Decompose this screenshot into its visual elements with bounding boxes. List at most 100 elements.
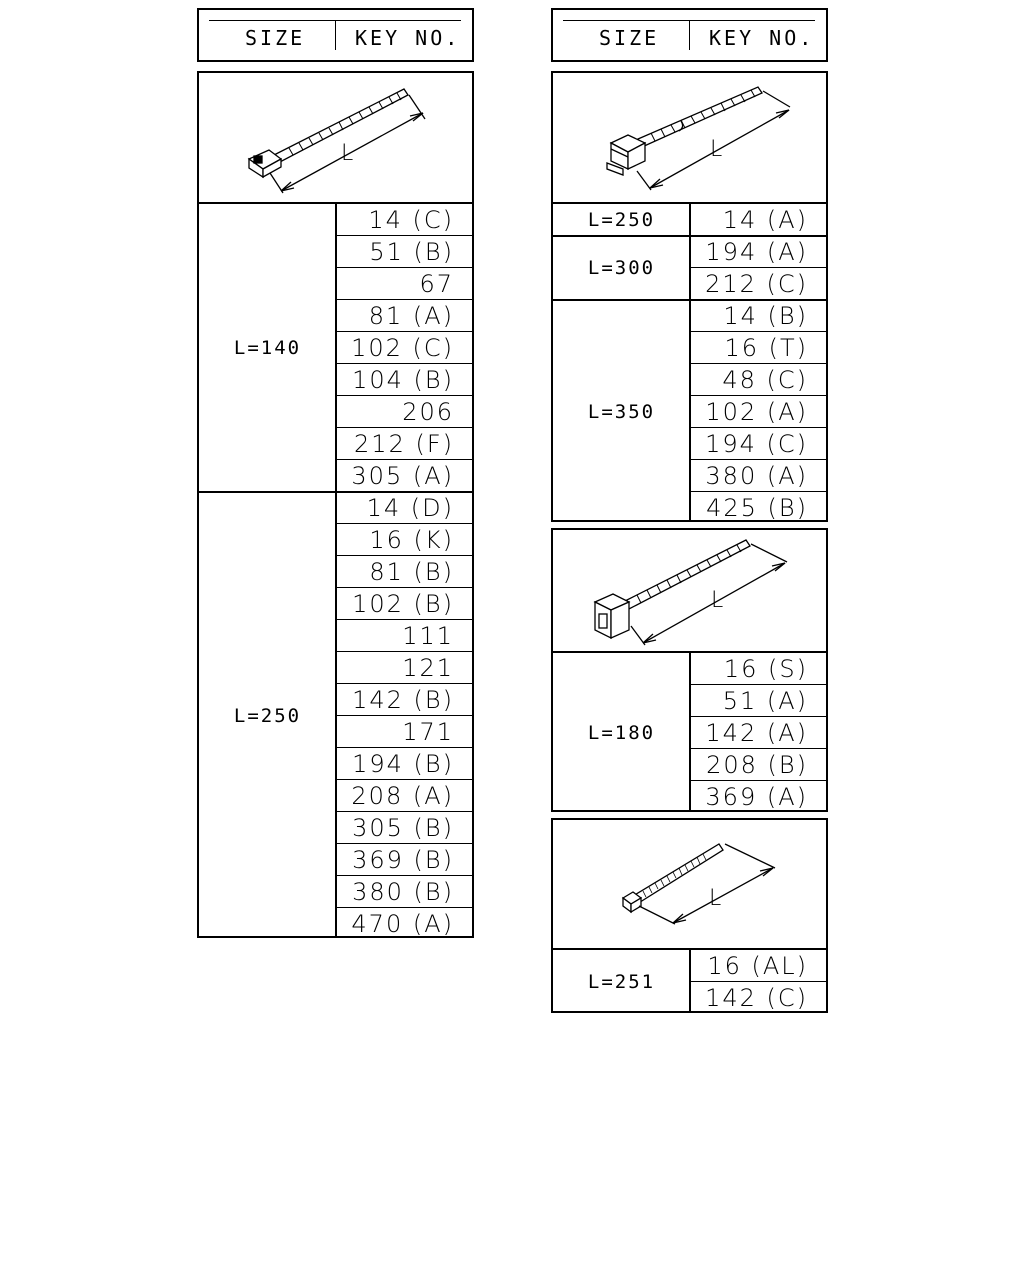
cable-tie-standard-icon [621, 843, 776, 925]
row-divider [336, 363, 472, 364]
left-header: SIZE KEY NO. [197, 8, 474, 62]
key-no-cell: 16 (S) [723, 655, 808, 683]
row-divider [336, 299, 472, 300]
key-no-cell: 369 (A) [705, 783, 808, 811]
key-no-cell: 194 (A) [705, 238, 808, 266]
key-no-cell: 470 (A) [351, 910, 454, 938]
column-divider [335, 204, 337, 936]
row-divider [336, 587, 472, 588]
row-divider [336, 395, 472, 396]
row-divider [336, 779, 472, 780]
size-header: SIZE [599, 26, 660, 50]
size-cell: L=180 [587, 722, 656, 744]
key-no-cell: 102 (C) [351, 334, 454, 362]
row-divider [336, 267, 472, 268]
key-no-cell: 14 (A) [722, 206, 808, 234]
size-cell: L=140 [233, 337, 302, 359]
right-size-key-table-b: 16 (S) 51 (A) 142 (A) 208 (B) 369 (A) L=180 [551, 651, 828, 812]
row-divider [336, 619, 472, 620]
row-divider [336, 683, 472, 684]
key-no-cell: 111 [402, 622, 454, 650]
row-divider [336, 875, 472, 876]
column-divider [689, 653, 691, 810]
cable-tie-long-head-icon [247, 88, 426, 194]
key-no-cell: 171 [402, 718, 454, 746]
dimension-label: L [710, 137, 726, 162]
key-no-cell: 102 (A) [705, 398, 808, 426]
row-divider [336, 523, 472, 524]
row-divider [336, 555, 472, 556]
size-cell: L=300 [587, 257, 656, 279]
key-no-cell: 51 (B) [369, 238, 454, 266]
key-no-cell: 104 (B) [352, 366, 454, 394]
cable-tie-base-head-icon [593, 539, 788, 646]
size-header: SIZE [245, 26, 306, 50]
row-divider [336, 459, 472, 460]
key-no-cell: 212 (C) [705, 270, 808, 298]
column-divider [689, 950, 691, 1011]
row-divider [690, 459, 826, 460]
key-no-cell: 81 (A) [368, 302, 454, 330]
key-no-cell: 380 (A) [705, 462, 808, 490]
key-no-cell: 142 (B) [352, 686, 454, 714]
row-divider [690, 395, 826, 396]
size-cell: L=250 [233, 705, 302, 727]
column-divider [689, 204, 691, 520]
key-no-cell: 51 (A) [722, 687, 808, 715]
key-no-cell: 142 (A) [705, 719, 808, 747]
key-no-header: KEY NO. [355, 26, 461, 50]
row-divider [336, 811, 472, 812]
row-divider [336, 843, 472, 844]
key-no-cell: 16 (AL) [707, 952, 808, 980]
row-divider [690, 491, 826, 492]
row-divider [690, 363, 826, 364]
row-divider [336, 331, 472, 332]
size-cell: L=350 [587, 401, 656, 423]
key-no-cell: 16 (K) [369, 526, 454, 554]
key-no-cell: 14 (C) [368, 206, 454, 234]
size-cell: L=251 [587, 971, 656, 993]
key-no-cell: 206 [402, 398, 454, 426]
dimension-label: L [341, 141, 357, 166]
key-no-cell: 16 (T) [724, 334, 808, 362]
row-divider [690, 427, 826, 428]
right-tie-illustration-panel-a: L [551, 71, 828, 204]
key-no-cell: 305 (B) [352, 814, 454, 842]
row-divider [336, 651, 472, 652]
row-divider [690, 780, 826, 781]
right-header: SIZE KEY NO. [551, 8, 828, 62]
key-no-cell: 380 (B) [352, 878, 454, 906]
row-divider [336, 715, 472, 716]
key-no-cell: 369 (B) [352, 846, 454, 874]
key-no-cell: 14 (B) [723, 302, 808, 330]
key-no-cell: 208 (A) [351, 782, 454, 810]
key-no-cell: 212 (F) [354, 430, 454, 458]
key-no-cell: 305 (A) [351, 462, 454, 490]
key-no-cell: 194 (B) [352, 750, 454, 778]
key-no-cell: 67 [419, 270, 454, 298]
row-divider [336, 907, 472, 908]
row-divider [690, 267, 826, 268]
row-divider [336, 235, 472, 236]
row-divider [690, 981, 826, 982]
key-no-cell: 14 (D) [366, 494, 454, 522]
cable-tie-mount-head-icon [606, 86, 791, 191]
row-divider [690, 684, 826, 685]
left-size-key-table: 14 (C) 51 (B) 67 81 (A) 102 (C) 104 (B) 206 212… [197, 202, 474, 938]
right-tie-illustration-panel-c: L [551, 818, 828, 950]
size-cell: L=250 [587, 209, 656, 231]
key-no-cell: 194 (C) [705, 430, 808, 458]
key-no-cell: 208 (B) [706, 751, 808, 779]
key-no-cell: 102 (B) [352, 590, 454, 618]
row-divider [690, 716, 826, 717]
key-no-cell: 142 (C) [705, 984, 808, 1012]
row-divider [690, 748, 826, 749]
row-divider [690, 331, 826, 332]
key-no-cell: 121 [402, 654, 454, 682]
key-no-cell: 81 (B) [369, 558, 454, 586]
key-no-cell: 425 (B) [706, 494, 808, 522]
dimension-label: L [709, 886, 725, 911]
row-divider [336, 747, 472, 748]
key-no-header: KEY NO. [709, 26, 815, 50]
row-divider [336, 427, 472, 428]
